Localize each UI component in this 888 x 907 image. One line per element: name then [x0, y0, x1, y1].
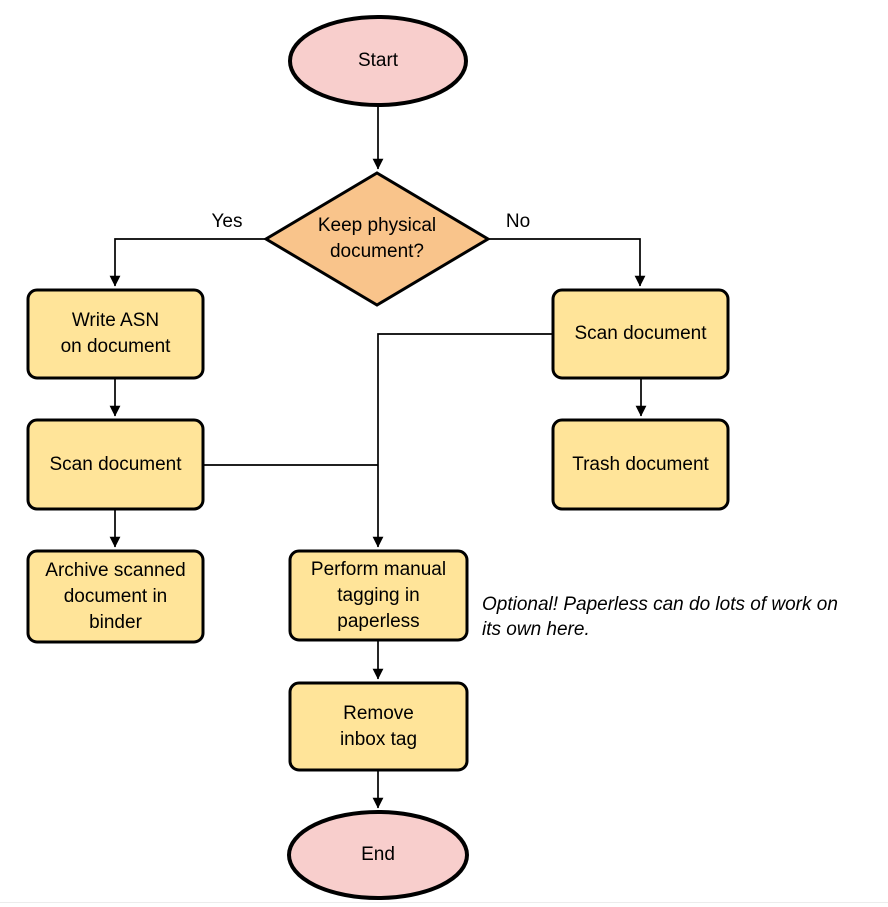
scan-right-box — [551, 288, 730, 380]
edge-decision-yes-to-write-asn — [109, 238, 267, 287]
end-ellipse — [287, 810, 469, 900]
bottom-divider — [0, 902, 888, 903]
decision-diamond — [263, 171, 491, 307]
edge-scan-right-to-tagging — [372, 333, 554, 548]
edge-decision-no-to-scan-right — [487, 238, 646, 287]
tagging-box — [288, 549, 469, 642]
start-ellipse — [288, 15, 468, 107]
write-asn-box — [26, 288, 205, 380]
archive-box — [26, 549, 205, 644]
remove-inbox-box — [288, 681, 469, 772]
optional-note: Optional! Paperless can do lots of work … — [482, 594, 838, 640]
trash-box — [551, 418, 730, 511]
scan-left-box — [26, 418, 205, 511]
